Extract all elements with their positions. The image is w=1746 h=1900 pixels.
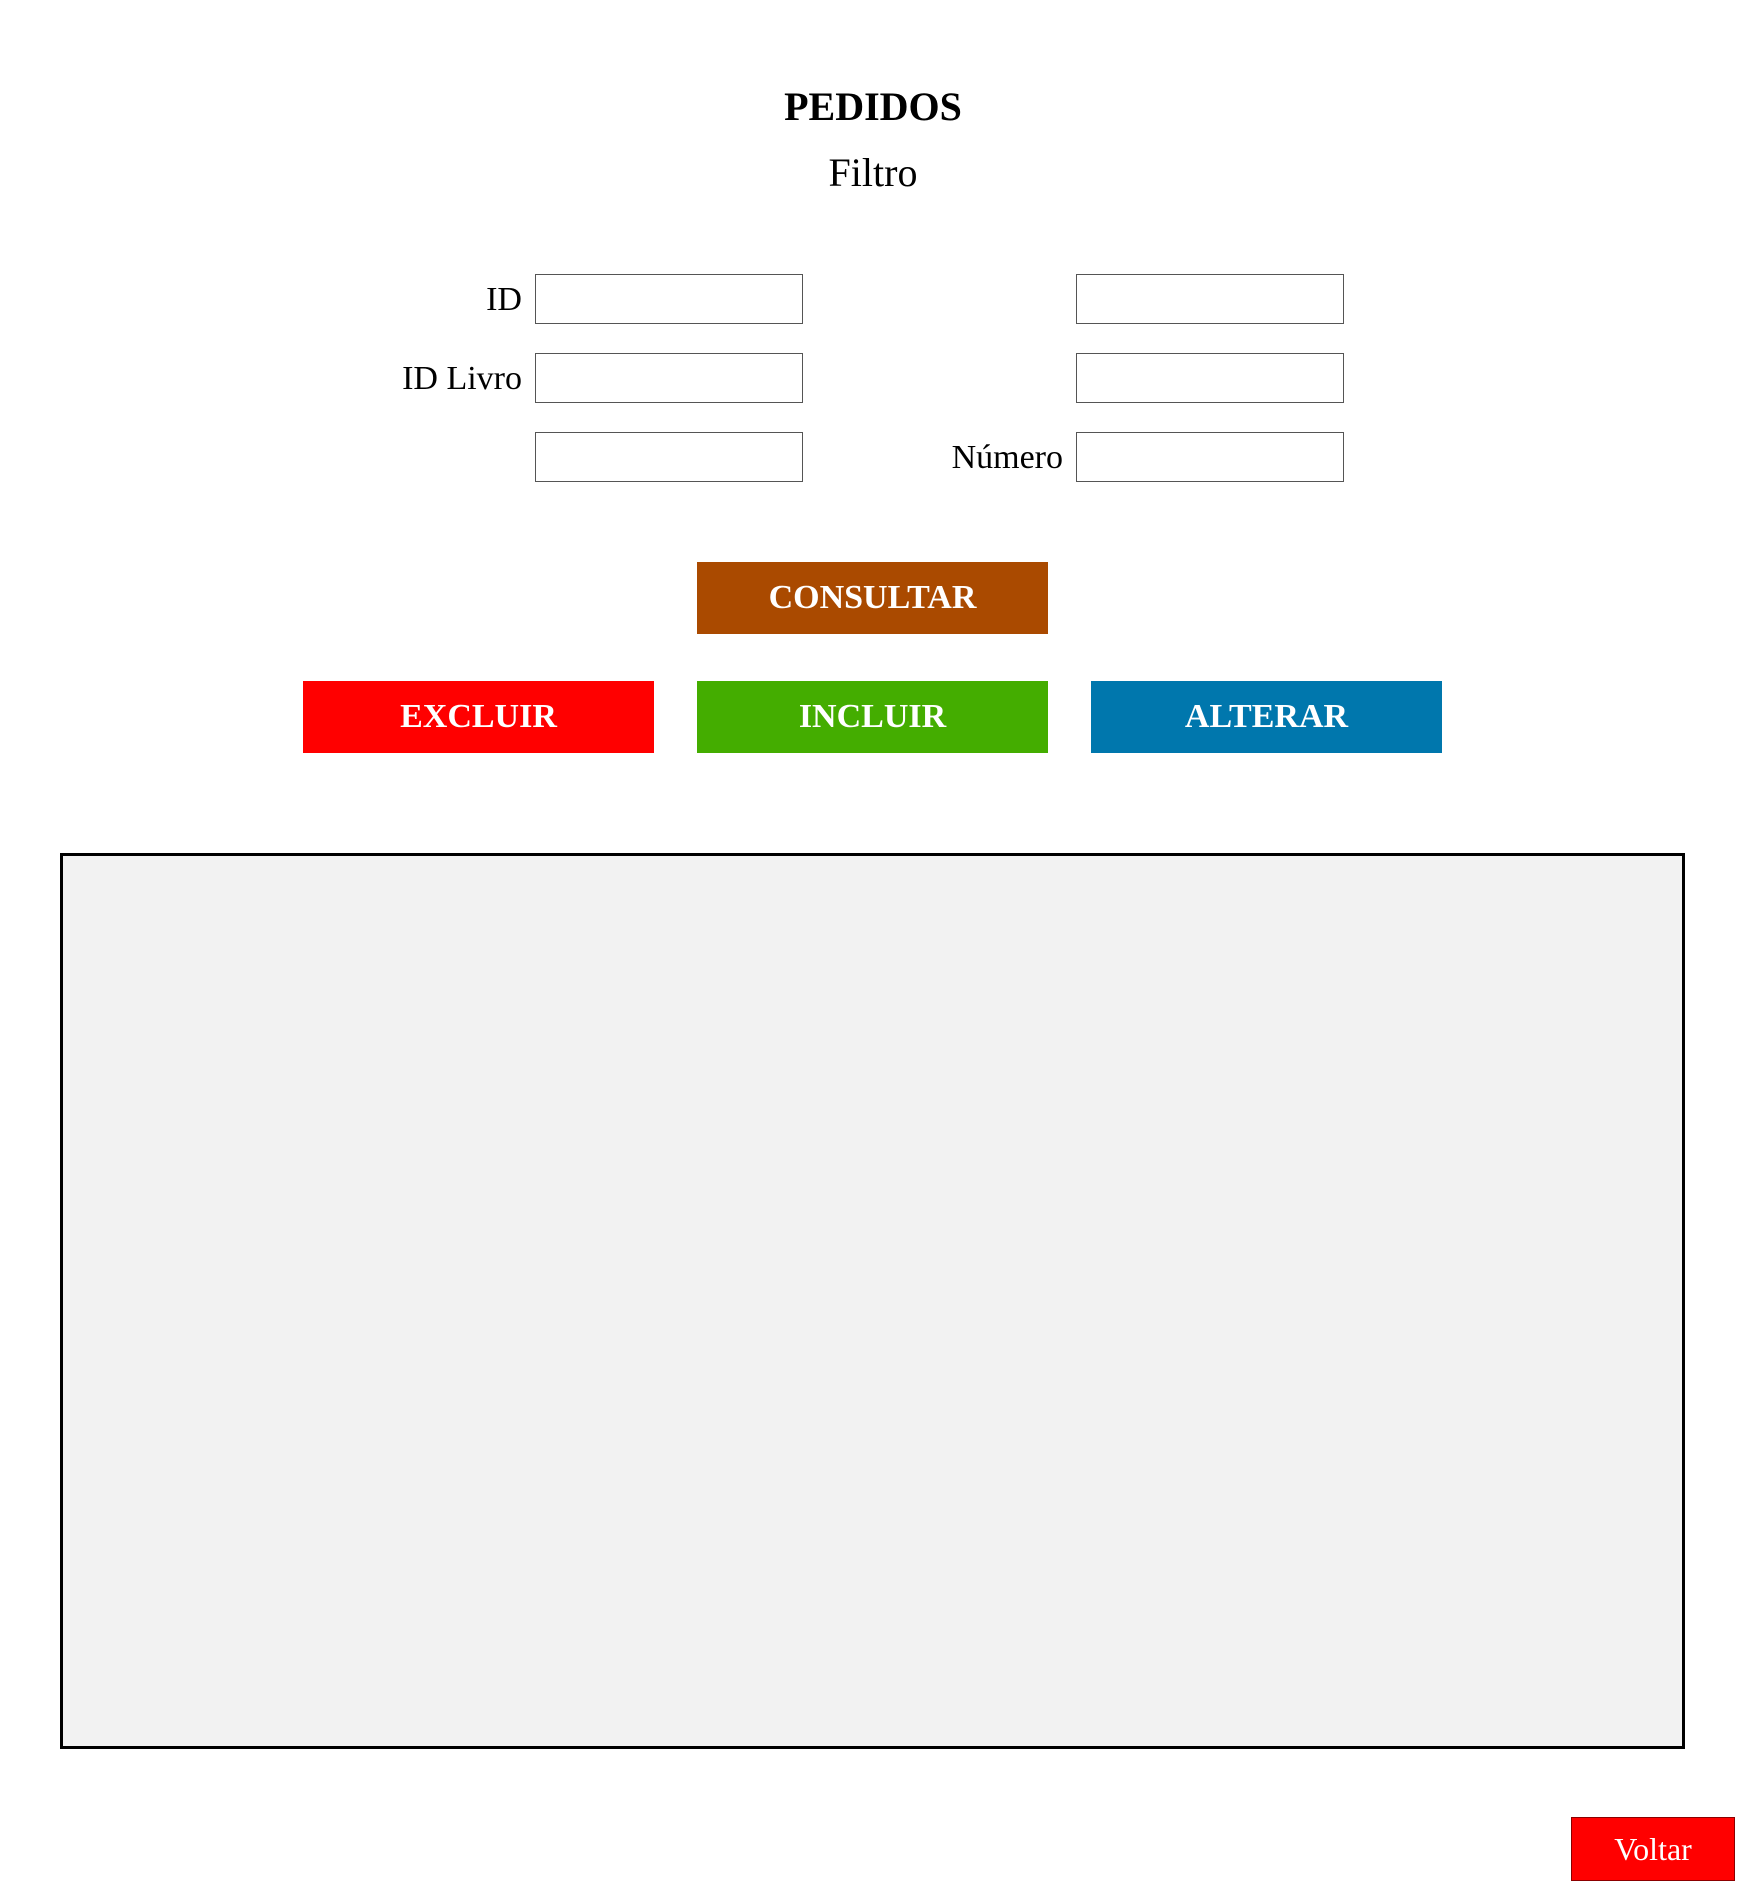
filter-input-right-2[interactable] bbox=[1076, 353, 1344, 403]
numero-label: Número bbox=[951, 439, 1063, 476]
id-label: ID bbox=[486, 281, 522, 318]
results-panel[interactable] bbox=[60, 853, 1685, 1749]
filter-heading: Filtro bbox=[828, 150, 918, 195]
excluir-button[interactable]: EXCLUIR bbox=[303, 681, 654, 753]
numero-input[interactable] bbox=[1076, 432, 1344, 482]
consultar-button[interactable]: CONSULTAR bbox=[697, 562, 1048, 634]
id-input[interactable] bbox=[535, 274, 803, 324]
alterar-button[interactable]: ALTERAR bbox=[1091, 681, 1442, 753]
id-livro-label: ID Livro bbox=[402, 360, 522, 397]
page-title: PEDIDOS bbox=[784, 84, 962, 129]
incluir-button[interactable]: INCLUIR bbox=[697, 681, 1048, 753]
filter-input-3[interactable] bbox=[535, 432, 803, 482]
voltar-button[interactable]: Voltar bbox=[1571, 1817, 1735, 1881]
filter-input-right-1[interactable] bbox=[1076, 274, 1344, 324]
id-livro-input[interactable] bbox=[535, 353, 803, 403]
